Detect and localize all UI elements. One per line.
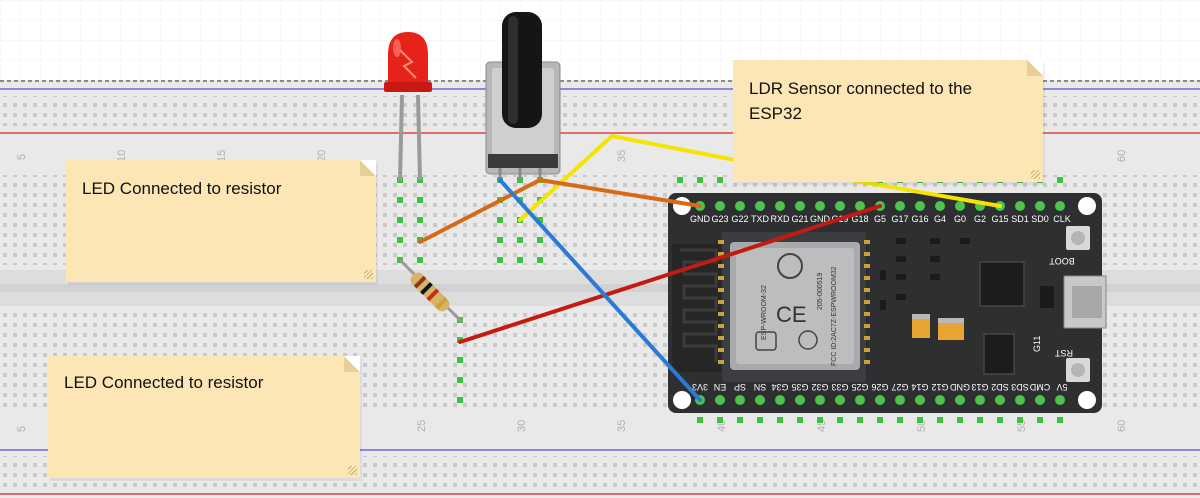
column-number: 60 bbox=[1116, 420, 1128, 432]
potentiometer bbox=[485, 12, 561, 180]
resistor bbox=[398, 258, 464, 324]
wire-red bbox=[458, 204, 882, 344]
pin-label: GND bbox=[810, 214, 831, 224]
wire-blue bbox=[498, 178, 702, 402]
ce-mark-icon: CE bbox=[776, 302, 807, 327]
pin-label: CLK bbox=[1053, 214, 1071, 224]
pin-label: G32 bbox=[811, 382, 828, 392]
pin-label: G23 bbox=[711, 214, 728, 224]
note-ldr-text: LDR Sensor connected to the ESP32 bbox=[749, 79, 973, 123]
note-led-bottom: LED Connected to resistor bbox=[48, 356, 360, 478]
pin-label: G35 bbox=[791, 382, 808, 392]
column-number: 10 bbox=[116, 150, 128, 162]
pin-label: GND bbox=[950, 382, 971, 392]
note-led-top-text: LED Connected to resistor bbox=[82, 179, 282, 198]
pin-label: G33 bbox=[831, 382, 848, 392]
pin-label: G21 bbox=[791, 214, 808, 224]
boot-label: BOOT bbox=[1049, 256, 1075, 266]
pin-label: G25 bbox=[851, 382, 868, 392]
pin-label: RXD bbox=[770, 214, 790, 224]
module-fcc: FCC ID:2AC7Z-ESPWROOM32 bbox=[831, 266, 838, 366]
column-number: 5 bbox=[16, 426, 28, 432]
column-numbers-bottom: 5 25 30 35 40 45 50 55 60 bbox=[16, 420, 1128, 432]
column-number: 20 bbox=[316, 150, 328, 162]
pin-label: G34 bbox=[771, 382, 788, 392]
led bbox=[384, 32, 432, 181]
column-number: 35 bbox=[616, 150, 628, 162]
esp32-board: GND G23 G22 TXD RXD G21 GND G19 G18 G5 G… bbox=[668, 193, 1107, 413]
pin-label: G22 bbox=[731, 214, 748, 224]
bottom-pin-labels: 3V3 EN SP SN G34 G35 G32 G33 G25 G26 G27… bbox=[692, 382, 1068, 392]
pin-label: G26 bbox=[871, 382, 888, 392]
pin-label: G27 bbox=[891, 382, 908, 392]
pin-label: CMD bbox=[1029, 382, 1050, 392]
pin-label: G2 bbox=[974, 214, 986, 224]
top-pin-labels: GND G23 G22 TXD RXD G21 GND G19 G18 G5 G… bbox=[690, 214, 1071, 224]
column-number: 35 bbox=[616, 420, 628, 432]
pin-label: SD1 bbox=[1011, 214, 1029, 224]
module-serial: 205-000519 bbox=[817, 273, 824, 310]
note-led-bottom-text: LED Connected to resistor bbox=[64, 373, 264, 392]
pin-label: G12 bbox=[931, 382, 948, 392]
module-text: ESP-WROOM-32 205-000519 FCC ID:2AC7Z-ESP… bbox=[761, 266, 838, 366]
pin-label: SD0 bbox=[1031, 214, 1049, 224]
pin-label: SD2 bbox=[991, 382, 1009, 392]
module-name: ESP-WROOM-32 bbox=[761, 285, 768, 340]
note-led-top: LED Connected to resistor bbox=[66, 160, 376, 282]
note-ldr: LDR Sensor connected to the ESP32 bbox=[733, 60, 1043, 182]
column-number: 25 bbox=[416, 420, 428, 432]
column-number: 5 bbox=[16, 154, 28, 160]
pin-label: G13 bbox=[971, 382, 988, 392]
pin-label: G15 bbox=[991, 214, 1008, 224]
column-number: 60 bbox=[1116, 150, 1128, 162]
wires bbox=[418, 133, 1002, 402]
pin-label: G0 bbox=[954, 214, 966, 224]
pin-label: SD3 bbox=[1011, 382, 1029, 392]
pin-label: GND bbox=[690, 214, 711, 224]
column-number: 15 bbox=[216, 150, 228, 162]
pin-label: G17 bbox=[891, 214, 908, 224]
pin-label: G4 bbox=[934, 214, 946, 224]
column-number: 30 bbox=[516, 420, 528, 432]
pin-label: G5 bbox=[874, 214, 886, 224]
pin-label: SP bbox=[734, 382, 746, 392]
pin-label: TXD bbox=[751, 214, 770, 224]
wire-yellow bbox=[518, 133, 1002, 222]
pin-label: G14 bbox=[911, 382, 928, 392]
rst-label: RST bbox=[1054, 348, 1073, 358]
pin-label: G18 bbox=[851, 214, 868, 224]
pin-label: 3V3 bbox=[692, 382, 708, 392]
g11-label: G11 bbox=[1032, 336, 1042, 352]
pin-label: G16 bbox=[911, 214, 928, 224]
pin-label: SN bbox=[754, 382, 767, 392]
pin-label: 5V bbox=[1056, 382, 1067, 392]
wire-orange bbox=[418, 177, 702, 244]
column-numbers-top: 5 10 15 20 35 60 bbox=[16, 150, 1128, 162]
pin-label: EN bbox=[714, 382, 727, 392]
